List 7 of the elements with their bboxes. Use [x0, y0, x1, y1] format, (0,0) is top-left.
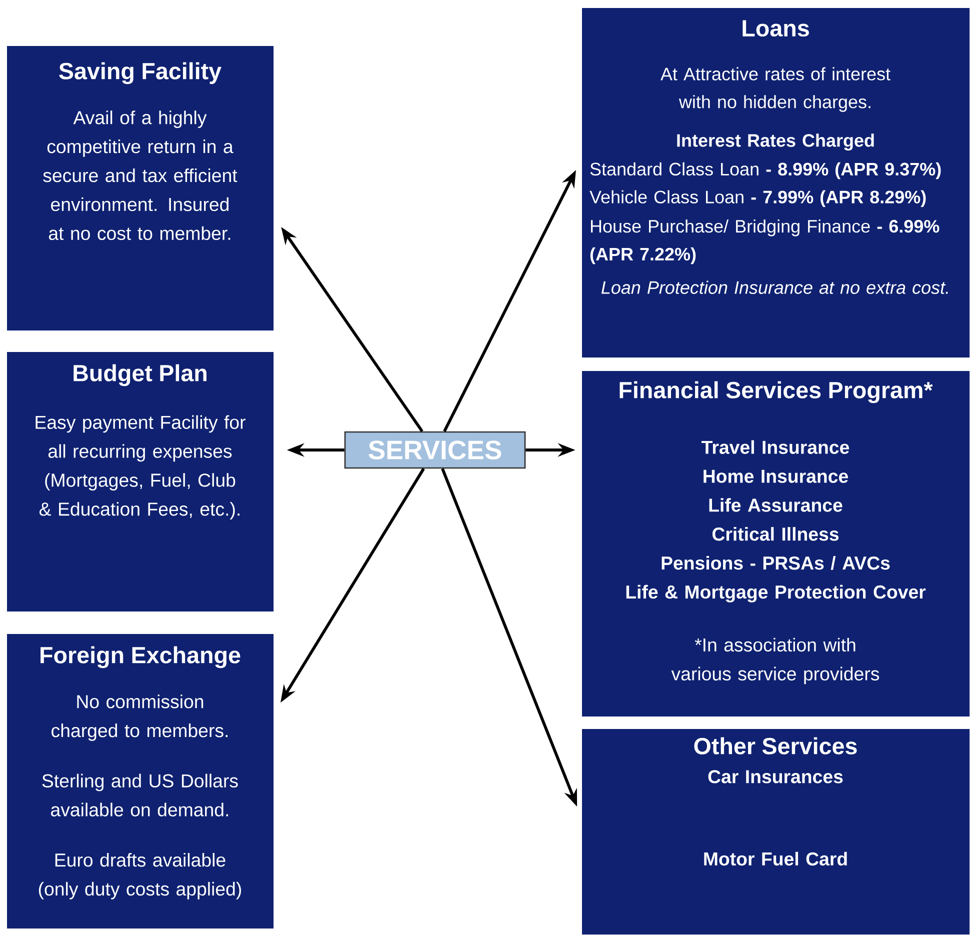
info-panel: Loans At Attractive rates of interest with no hidden charges. Interest Rates Charged Standard Class Loan - 8.99% (APR 9.37%) Vehicle Class Loan - 7.99% (APR 8.29%) House Purchase/ Bridging Finance - 6.99% (APR 7.22%) Loan Protection Insurance at no extra cost.: [582, 8, 970, 358]
info-panel: Other Services Car Insurances Motor Fuel Card: [582, 729, 970, 935]
info-panel: Foreign Exchange No commission charged to members. Sterling and US Dollars available on demand. Euro drafts available (only duty costs applied): [7, 634, 274, 929]
info-panel: Saving Facility Avail of a highly competitive return in a secure and tax efficient environment. Insured at no cost to member.: [7, 46, 274, 331]
info-panel: Budget Plan Easy payment Facility for all recurring expenses (Mortgages, Fuel, Club & Education Fees, etc.).: [7, 352, 274, 612]
title-box: SERVICES: [344, 431, 526, 469]
info-panel: Financial Services Program* Travel Insurance Home Insurance Life Assurance Critical Illness Pensions - PRSAs / AVCs Life & Mortgage Protection Cover *In association with various service providers: [582, 371, 970, 717]
